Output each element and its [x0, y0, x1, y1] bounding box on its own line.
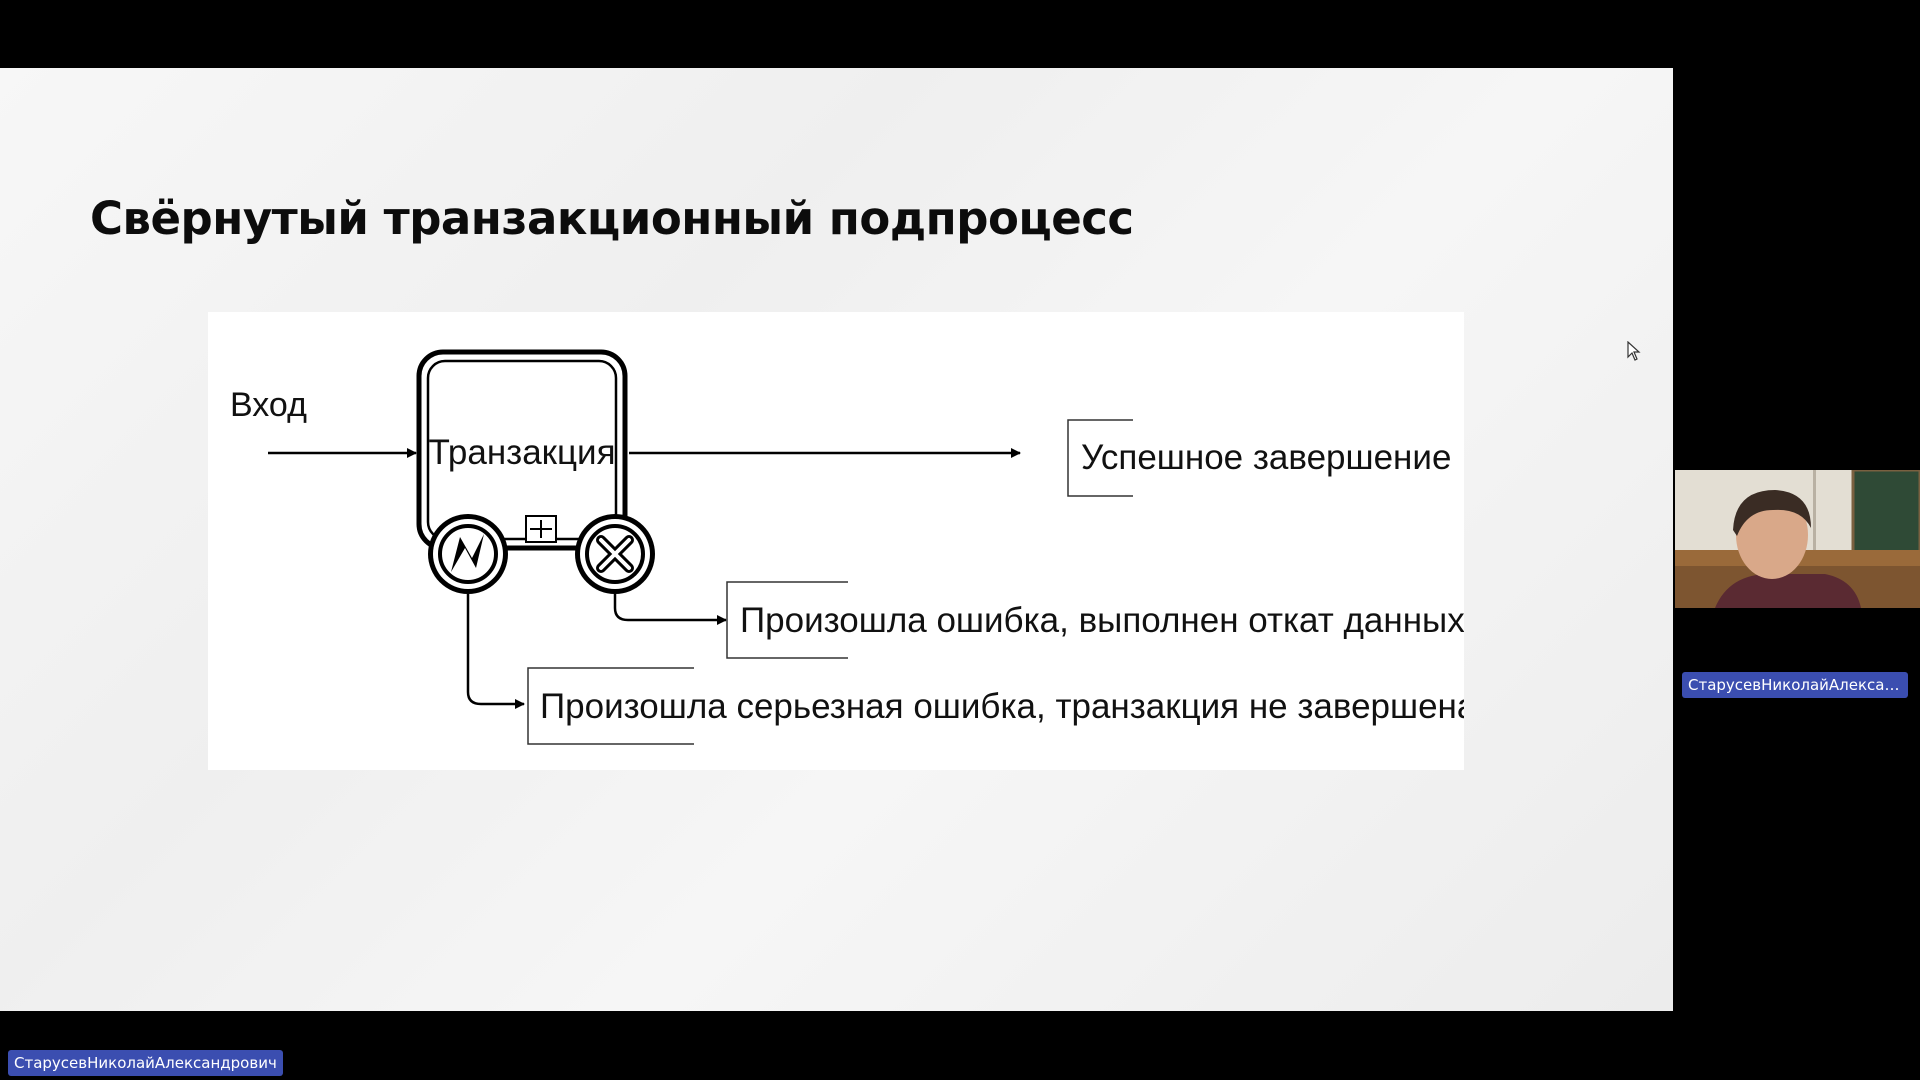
error-flow-arrow [466, 594, 525, 709]
error-event-icon [428, 514, 508, 594]
presenter-name-tag: СтарусевНиколайАлександрович [8, 1050, 283, 1076]
cancel-event-icon [575, 514, 655, 594]
webcam-participant-name: СтарусевНиколайАлексан... [1682, 672, 1908, 698]
mouse-cursor-icon [1627, 341, 1641, 361]
error-label: Произошла серьезная ошибка, транзакция н… [540, 687, 1464, 726]
cancel-flow-arrow [613, 594, 727, 625]
cancel-annotation-bracket [726, 581, 848, 659]
webcam-video [1675, 470, 1920, 608]
transaction-subprocess: Транзакция [416, 349, 628, 551]
diagram-canvas: Вход Транзакция [230, 349, 1464, 745]
bpmn-diagram: Вход Транзакция [208, 312, 1464, 770]
subprocess-label: Транзакция [428, 433, 615, 472]
success-label: Успешное завершение [1081, 438, 1451, 477]
slide-title: Свёрнутый транзакционный подпроцесс [90, 192, 1134, 245]
participant-webcam[interactable] [1675, 470, 1920, 608]
input-label: Вход [230, 386, 307, 424]
success-annotation-bracket [1067, 419, 1133, 497]
error-annotation-bracket [527, 667, 694, 745]
cancel-label: Произошла ошибка, выполнен откат данных [740, 601, 1464, 640]
collapsed-plus-icon [525, 515, 557, 543]
